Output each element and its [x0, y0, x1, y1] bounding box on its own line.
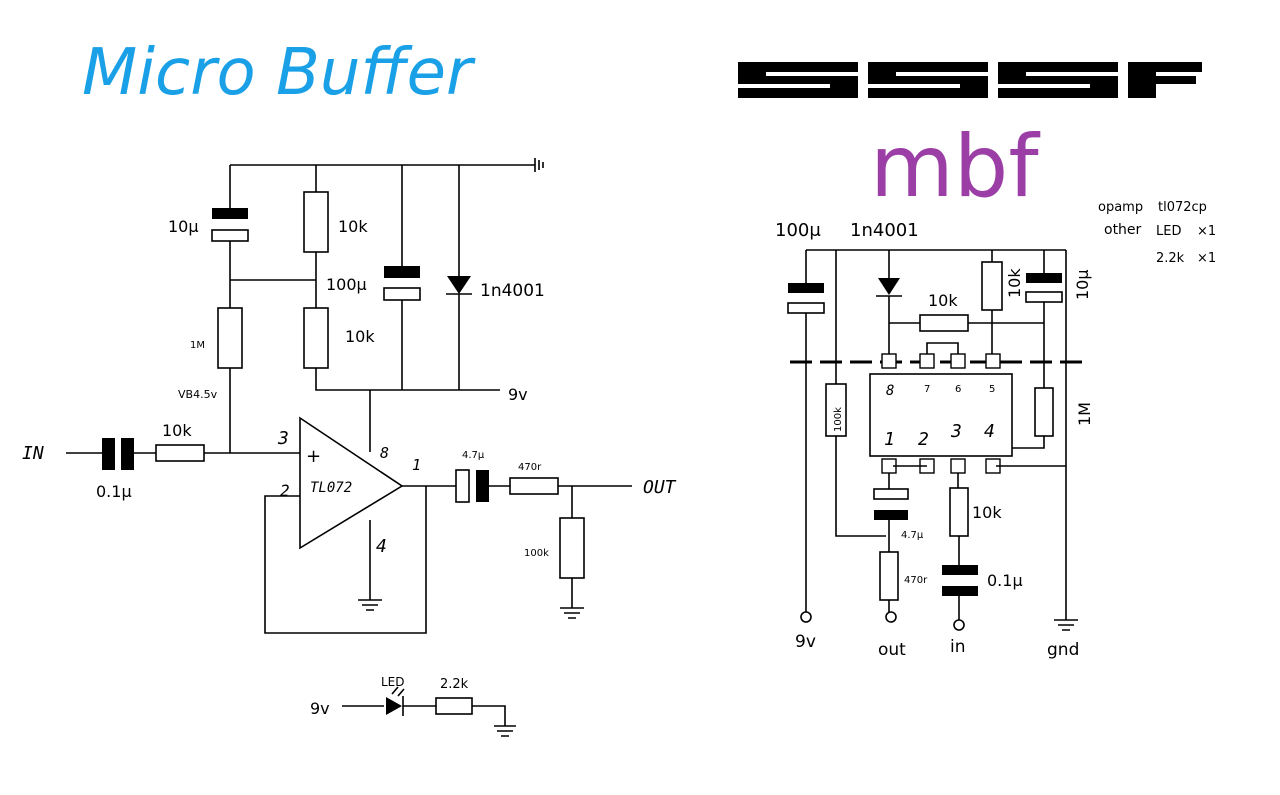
label-r-10k-in: 10k — [162, 421, 192, 440]
terminal-in — [953, 619, 965, 631]
layout-label-r-10k-v: 10k — [1005, 268, 1024, 298]
layout-term-9v: 9v — [795, 632, 816, 652]
other-label: other — [1104, 222, 1142, 238]
label-r-1m: 1M — [190, 340, 205, 351]
layout-pin8: 8 — [886, 383, 894, 399]
cap-0.1u-input — [102, 438, 115, 470]
layout-pin6: 6 — [955, 384, 961, 395]
layout-ic-tl072 — [869, 373, 1013, 457]
layout-label-c-10u: 10μ — [1073, 269, 1092, 300]
label-c-0.1u: 0.1μ — [96, 482, 132, 501]
resistor-10k-top — [303, 191, 329, 253]
label-pin2: 2 — [280, 481, 290, 500]
resistor-10k-input — [155, 444, 205, 462]
layout-term-out: out — [878, 640, 906, 660]
led-item: LED — [1156, 224, 1181, 239]
cap-100u-plate — [384, 266, 420, 278]
label-9v: 9v — [508, 385, 528, 404]
terminal-9v — [800, 611, 812, 623]
layout-resistor-10k-v — [981, 261, 1003, 311]
layout-cap-0.1u — [942, 565, 978, 575]
label-plus: + — [306, 446, 321, 467]
ssssf-logo — [738, 62, 1202, 98]
parts-list: opamp tl072cp other LED ×1 2.2k ×1 — [1098, 200, 1216, 266]
layout-pin4: 4 — [984, 421, 995, 442]
label-diode: 1n4001 — [480, 281, 545, 301]
led-label-r: 2.2k — [440, 677, 469, 692]
res-qty: ×1 — [1197, 251, 1216, 266]
resistor-100k-pulldown — [559, 517, 585, 579]
led-label: LED — [381, 675, 405, 689]
label-c-4.7u: 4.7μ — [462, 450, 485, 461]
cap-10u-plate — [212, 208, 248, 219]
label-pin8: 8 — [380, 444, 389, 462]
resistor-2.2k — [435, 697, 473, 715]
label-out: OUT — [643, 477, 677, 498]
layout-resistor-470r — [879, 551, 899, 601]
led-circuit: 9v LED 2.2k — [310, 675, 516, 737]
label-c-10u: 10μ — [168, 217, 199, 236]
schematic: 10μ 10k 100μ 1n4001 1M 10k VB4.5v 9v IN … — [22, 158, 677, 634]
label-in: IN — [22, 443, 44, 464]
label-r-470r: 470r — [518, 462, 542, 473]
layout-label-c-100u: 100μ — [775, 220, 821, 241]
layout-label-r-1m: 1M — [1075, 402, 1094, 426]
layout-label-r-10k: 10k — [928, 291, 958, 310]
label-pin1: 1 — [412, 456, 421, 474]
led-label-9v: 9v — [310, 699, 330, 718]
layout-resistor-1m — [1034, 387, 1054, 437]
cap-4.7u-output — [455, 469, 470, 503]
layout-label-c-4.7u: 4.7μ — [901, 530, 924, 541]
layout-label-r-470r: 470r — [904, 575, 928, 586]
layout-resistor-10k-h — [919, 314, 969, 332]
label-opamp: TL072 — [310, 480, 352, 496]
layout-cap-100u — [788, 283, 824, 293]
layout-label-r-100k: 100k — [833, 407, 844, 432]
led-icon — [386, 697, 402, 715]
label-pin4: 4 — [376, 536, 387, 557]
layout-pin3: 3 — [950, 421, 962, 442]
resistor-470r — [509, 477, 559, 495]
label-pin3: 3 — [277, 428, 289, 449]
label-r-10k-mid: 10k — [345, 327, 375, 346]
layout-pin5: 5 — [989, 384, 995, 395]
layout-cap-10u — [1026, 273, 1062, 283]
led-qty: ×1 — [1197, 224, 1216, 239]
layout-label-diode: 1n4001 — [850, 220, 919, 241]
label-r-10k-top: 10k — [338, 217, 368, 236]
label-vb: VB4.5v — [178, 388, 218, 401]
layout-label-c-0.1u: 0.1μ — [987, 571, 1023, 590]
layout-pin7: 7 — [924, 384, 930, 395]
opamp-value: tl072cp — [1158, 200, 1207, 215]
layout-pin2: 2 — [918, 429, 929, 450]
res-item: 2.2k — [1156, 251, 1185, 266]
label-r-100k: 100k — [524, 548, 549, 559]
layout-term-in: in — [950, 637, 966, 657]
resistor-1m — [217, 307, 243, 369]
terminal-out — [885, 611, 897, 623]
resistor-10k-mid — [303, 307, 329, 369]
opamp-tl072 — [299, 416, 404, 550]
layout-resistor-10k-in — [949, 487, 969, 537]
layout-label-r-10k-in: 10k — [972, 503, 1002, 522]
label-c-100u: 100μ — [326, 275, 367, 294]
diode-1n4001 — [447, 276, 471, 294]
model-name: mbf — [870, 117, 1040, 217]
layout-pin1: 1 — [884, 429, 895, 450]
layout-cap-4.7u — [873, 488, 909, 500]
opamp-label: opamp — [1098, 200, 1143, 215]
layout-term-gnd: gnd — [1047, 640, 1079, 660]
page-title: Micro Buffer — [82, 36, 476, 110]
layout-diode — [878, 278, 900, 295]
board-layout: 100μ 1n4001 10k 10k 10μ 8 7 6 5 1 2 3 4 … — [775, 220, 1094, 660]
